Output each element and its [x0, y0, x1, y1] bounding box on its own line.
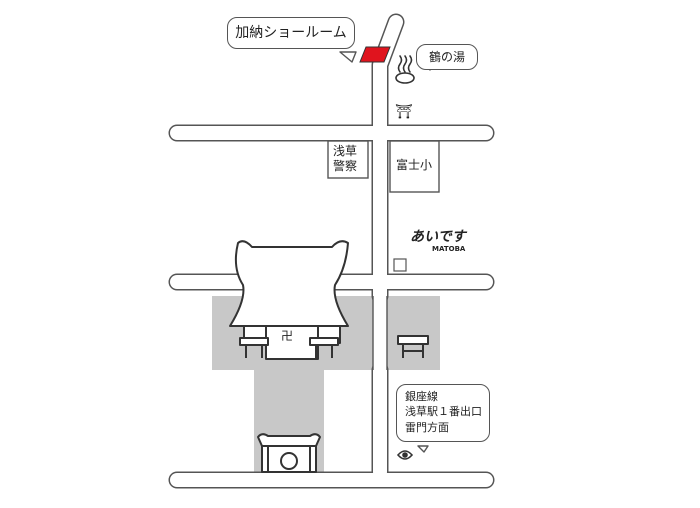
showroom-callout[interactable]: 加納ショールーム	[227, 17, 355, 49]
subway-icon	[396, 450, 414, 460]
small-shrine	[397, 335, 429, 358]
bathhouse-label: 鶴の湯	[428, 50, 465, 64]
station-line1: 銀座線	[405, 390, 438, 403]
matoba-logo-sub: MATOBA	[432, 244, 466, 253]
school-label: 富士小	[396, 158, 433, 172]
temple-symbol: 卍	[281, 329, 294, 343]
temple-building	[229, 240, 349, 360]
matoba-location-square[interactable]	[393, 258, 407, 272]
police-label-line2: 警察	[333, 159, 358, 173]
plaza-road-gap	[372, 296, 388, 370]
shrine-gate-icon: ⛩	[395, 104, 413, 120]
school-box	[389, 140, 440, 193]
police-label: 浅草 警察	[333, 144, 357, 174]
police-label-line1: 浅草	[333, 144, 358, 158]
matoba-logo[interactable]: あいです MATOBA	[410, 229, 466, 253]
matoba-logo-main: あいです	[410, 229, 466, 245]
station-line2: 浅草駅１番出口	[405, 405, 482, 419]
police-box	[327, 140, 369, 179]
bathhouse-callout[interactable]: 鶴の湯	[416, 44, 478, 70]
showroom-marker[interactable]	[359, 46, 391, 63]
gate-building	[257, 433, 321, 473]
showroom-label: 加納ショールーム	[235, 25, 347, 41]
station-callout[interactable]: 銀座線 浅草駅１番出口 雷門方面	[396, 384, 490, 442]
station-line3: 雷門方面	[405, 420, 449, 434]
hot-spring-icon	[395, 55, 415, 84]
